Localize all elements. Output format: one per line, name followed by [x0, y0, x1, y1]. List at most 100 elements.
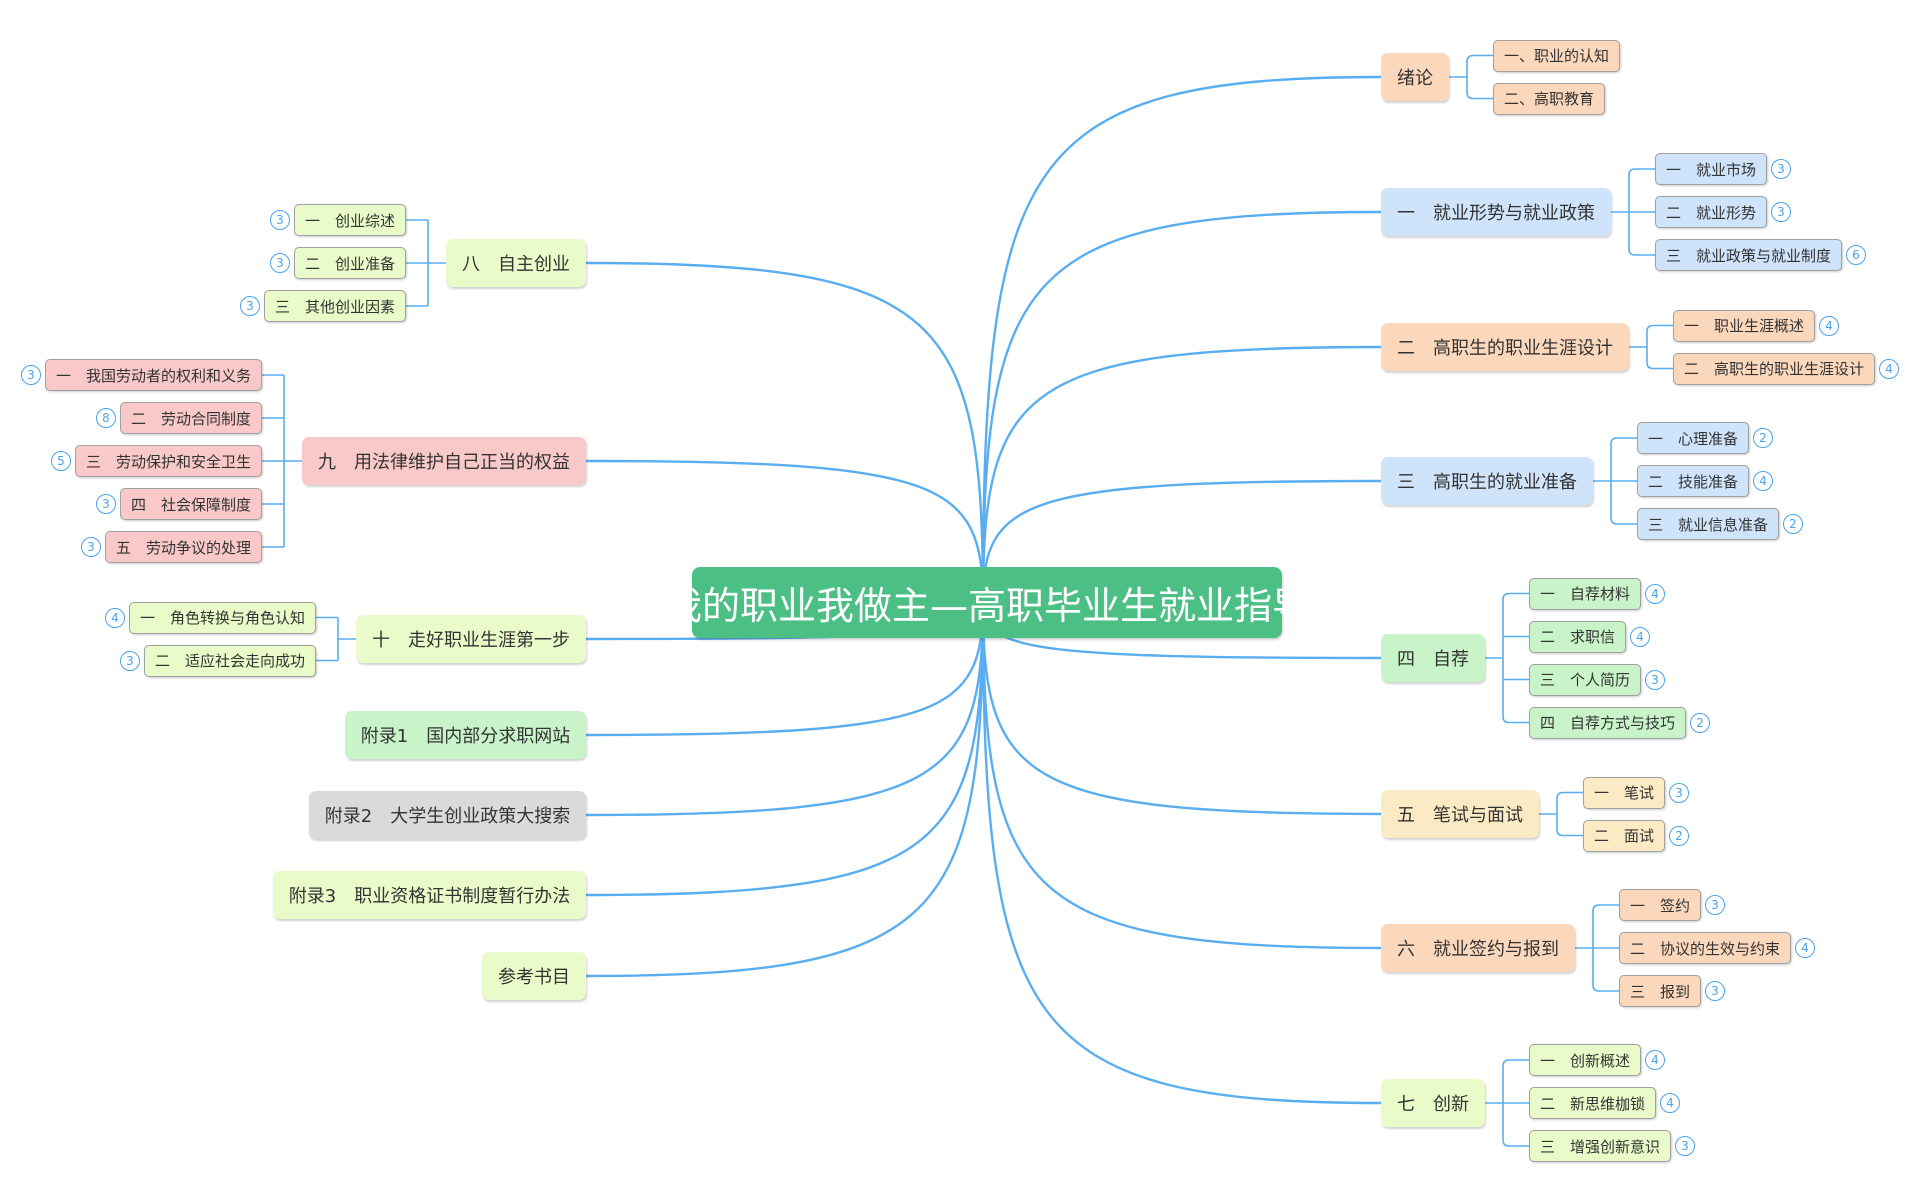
- subtopic-left-1-2[interactable]: 二 创业准备: [294, 247, 406, 279]
- subtopic-right-4-1[interactable]: 一 心理准备: [1637, 422, 1749, 454]
- subtopic-count-badge[interactable]: 3: [270, 210, 290, 230]
- subtopic-count-badge[interactable]: 2: [1783, 514, 1803, 534]
- main-topic-right-2[interactable]: 一 就业形势与就业政策: [1381, 188, 1611, 236]
- subtopic-count-badge[interactable]: 2: [1753, 428, 1773, 448]
- connector-line: [1610, 437, 1637, 445]
- subtopic-left-3-1[interactable]: 一 角色转换与角色认知: [129, 601, 316, 634]
- main-topic-right-6[interactable]: 五 笔试与面试: [1381, 790, 1539, 838]
- main-topic-left-3[interactable]: 十 走好职业生涯第一步: [356, 615, 586, 663]
- subtopic-count-badge[interactable]: 2: [1690, 712, 1710, 733]
- subtopic-right-3-1[interactable]: 一 职业生涯概述: [1673, 309, 1815, 342]
- subtopic-count-badge[interactable]: 4: [105, 607, 125, 628]
- subtopic-right-5-4[interactable]: 四 自荐方式与技巧: [1529, 706, 1686, 739]
- subtopic-count-badge[interactable]: 3: [1645, 669, 1665, 690]
- connector-line: [981, 210, 1382, 603]
- subtopic-count-badge[interactable]: 6: [1846, 245, 1866, 265]
- subtopic-count-badge[interactable]: 4: [1879, 358, 1899, 379]
- subtopic-left-3-2[interactable]: 二 适应社会走向成功: [144, 644, 316, 677]
- connector-line: [1646, 324, 1673, 332]
- subtopic-right-2-3[interactable]: 三 就业政策与就业制度: [1655, 239, 1842, 271]
- subtopic-left-1-1[interactable]: 一 创业综述: [294, 204, 406, 236]
- subtopic-count-badge[interactable]: 4: [1819, 315, 1839, 336]
- subtopic-left-2-4[interactable]: 四 社会保障制度: [120, 488, 262, 520]
- connector-line: [981, 75, 1382, 603]
- subtopic-count-badge[interactable]: 3: [81, 537, 101, 557]
- subtopic-right-7-1[interactable]: 一 签约: [1619, 889, 1701, 921]
- subtopic-right-1-1[interactable]: 一、职业的认知: [1493, 39, 1620, 72]
- main-topic-right-3[interactable]: 二 高职生的职业生涯设计: [1381, 323, 1629, 371]
- connector-line: [1646, 362, 1673, 370]
- subtopic-count-badge[interactable]: 4: [1660, 1093, 1680, 1113]
- connector-line: [1502, 592, 1529, 600]
- connector-line: [981, 601, 1382, 1105]
- connector-line: [1502, 1139, 1529, 1147]
- main-topic-left-5[interactable]: 附录2 大学生创业政策大搜索: [309, 791, 586, 839]
- subtopic-count-badge[interactable]: 4: [1645, 583, 1665, 604]
- connector-line: [981, 479, 1382, 603]
- subtopic-right-2-1[interactable]: 一 就业市场: [1655, 153, 1767, 185]
- subtopic-right-5-1[interactable]: 一 自荐材料: [1529, 577, 1641, 610]
- subtopic-right-3-2[interactable]: 二 高职生的职业生涯设计: [1673, 352, 1875, 385]
- subtopic-right-8-2[interactable]: 二 新思维枷锁: [1529, 1087, 1656, 1119]
- subtopic-right-2-2[interactable]: 二 就业形势: [1655, 196, 1767, 228]
- main-topic-left-7[interactable]: 参考书目: [482, 952, 586, 1000]
- subtopic-count-badge[interactable]: 4: [1645, 1050, 1665, 1070]
- connector-line: [1610, 517, 1637, 525]
- subtopic-count-badge[interactable]: 3: [1705, 895, 1725, 915]
- subtopic-count-badge[interactable]: 3: [240, 296, 260, 316]
- connector-line: [1502, 716, 1529, 724]
- subtopic-count-badge[interactable]: 3: [1771, 159, 1791, 179]
- subtopic-right-8-1[interactable]: 一 创新概述: [1529, 1044, 1641, 1076]
- subtopic-left-2-5[interactable]: 五 劳动争议的处理: [105, 531, 262, 563]
- subtopic-count-badge[interactable]: 2: [1669, 825, 1689, 846]
- connector-line: [1592, 984, 1619, 992]
- subtopic-right-5-3[interactable]: 三 个人简历: [1529, 663, 1641, 696]
- subtopic-right-1-2[interactable]: 二、高职教育: [1493, 82, 1605, 115]
- connector-line: [1628, 248, 1655, 256]
- main-topic-left-1[interactable]: 八 自主创业: [446, 239, 586, 287]
- root-topic[interactable]: 我的职业我做主—高职毕业生就业指导: [664, 567, 1310, 638]
- main-topic-right-7[interactable]: 六 就业签约与报到: [1381, 924, 1575, 972]
- subtopic-count-badge[interactable]: 3: [120, 650, 140, 671]
- subtopic-right-6-1[interactable]: 一 笔试: [1583, 776, 1665, 809]
- subtopic-right-7-2[interactable]: 二 协议的生效与约束: [1619, 932, 1791, 964]
- subtopic-left-1-3[interactable]: 三 其他创业因素: [264, 290, 406, 322]
- subtopic-count-badge[interactable]: 5: [51, 451, 71, 471]
- subtopic-count-badge[interactable]: 3: [270, 253, 290, 273]
- connector-line: [1466, 54, 1493, 62]
- subtopic-left-2-1[interactable]: 一 我国劳动者的权利和义务: [45, 359, 262, 391]
- subtopic-count-badge[interactable]: 3: [96, 494, 116, 514]
- connector-line: [585, 601, 985, 737]
- subtopic-right-6-2[interactable]: 二 面试: [1583, 819, 1665, 852]
- connector-line: [585, 601, 985, 817]
- subtopic-count-badge[interactable]: 3: [1771, 202, 1791, 222]
- main-topic-left-2[interactable]: 九 用法律维护自己正当的权益: [302, 437, 586, 485]
- connector-line: [981, 601, 1382, 950]
- subtopic-count-badge[interactable]: 8: [96, 408, 116, 428]
- subtopic-count-badge[interactable]: 3: [1705, 981, 1725, 1001]
- main-topic-left-6[interactable]: 附录3 职业资格证书制度暂行办法: [273, 871, 586, 919]
- main-topic-right-4[interactable]: 三 高职生的就业准备: [1381, 457, 1593, 505]
- connector-line: [1628, 168, 1655, 176]
- main-topic-right-1[interactable]: 绪论: [1381, 53, 1449, 101]
- subtopic-count-badge[interactable]: 3: [1669, 782, 1689, 803]
- subtopic-right-7-3[interactable]: 三 报到: [1619, 975, 1701, 1007]
- connector-line: [981, 345, 1382, 603]
- main-topic-right-5[interactable]: 四 自荐: [1381, 634, 1485, 682]
- subtopic-right-8-3[interactable]: 三 增强创新意识: [1529, 1130, 1671, 1162]
- subtopic-count-badge[interactable]: 4: [1753, 471, 1773, 491]
- connector-line: [1466, 92, 1493, 100]
- connector-line: [1592, 904, 1619, 912]
- subtopic-right-5-2[interactable]: 二 求职信: [1529, 620, 1626, 653]
- subtopic-count-badge[interactable]: 4: [1630, 626, 1650, 647]
- subtopic-right-4-3[interactable]: 三 就业信息准备: [1637, 508, 1779, 540]
- subtopic-right-4-2[interactable]: 二 技能准备: [1637, 465, 1749, 497]
- subtopic-count-badge[interactable]: 3: [21, 365, 41, 385]
- main-topic-right-8[interactable]: 七 创新: [1381, 1079, 1485, 1127]
- subtopic-count-badge[interactable]: 3: [1675, 1136, 1695, 1156]
- subtopic-count-badge[interactable]: 4: [1795, 938, 1815, 958]
- subtopic-left-2-2[interactable]: 二 劳动合同制度: [120, 402, 262, 434]
- main-topic-left-4[interactable]: 附录1 国内部分求职网站: [345, 711, 586, 759]
- subtopic-left-2-3[interactable]: 三 劳动保护和安全卫生: [75, 445, 262, 477]
